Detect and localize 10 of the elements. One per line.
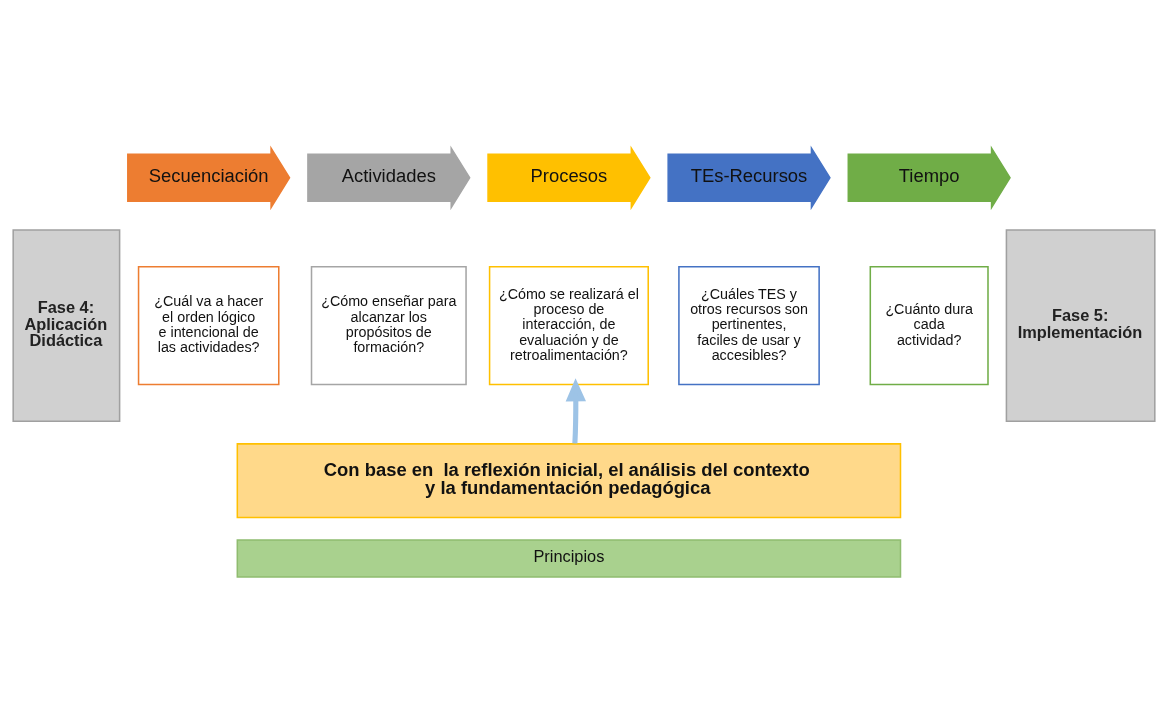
node-box: Fase 5: Implementación xyxy=(1005,229,1156,423)
arrow xyxy=(565,378,586,444)
node-box: ¿Cuál va a hacer el orden lógico e intencional de las actividades? xyxy=(137,266,280,386)
node-box: ¿Cómo enseñar para alcanzar los propósitos de formación? xyxy=(310,266,467,386)
node-box: ¿Cómo se realizará el proceso de interacción, de evaluación y de retroalimentación? xyxy=(488,266,649,386)
node-box: Fase 4: Aplicación Didáctica xyxy=(12,229,121,423)
node-box: Con base en la reflexión inicial, el análisis del contexto y la fundamentación pedagógica xyxy=(236,443,902,519)
node-box: ¿Cuáles TES y otros recursos son pertinentes, faciles de usar y accesibles? xyxy=(678,266,820,386)
node-box: ¿Cuánto dura cada actividad? xyxy=(869,266,989,386)
node-box: Principios xyxy=(236,539,902,578)
